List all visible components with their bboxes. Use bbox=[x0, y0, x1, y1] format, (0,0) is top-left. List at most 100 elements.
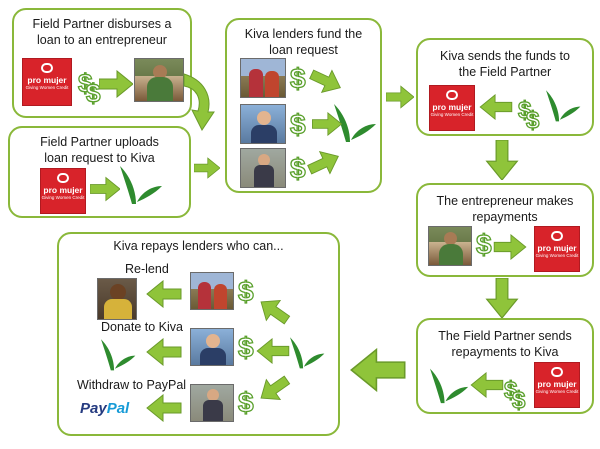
kiva-leaf-icon bbox=[290, 337, 325, 369]
step-disburse-title-line2: loan to an entrepreneur bbox=[37, 33, 167, 47]
dollar-icon: $ bbox=[237, 386, 254, 416]
lender-body bbox=[200, 348, 226, 365]
dollar-icon: $ bbox=[289, 152, 306, 182]
lender-head bbox=[207, 389, 219, 401]
step-send-title-line2: the Field Partner bbox=[458, 65, 552, 79]
step-send-title-line1: Kiva sends the funds to bbox=[440, 49, 570, 63]
green-arrow-icon bbox=[470, 372, 504, 398]
kiva-leaf-icon bbox=[546, 90, 581, 122]
pro-mujer-tagline: Giving Women Credit bbox=[430, 112, 474, 117]
dollar-stack-icon: $ $ bbox=[517, 96, 540, 132]
green-arrow-icon bbox=[485, 278, 519, 318]
svg-text:$: $ bbox=[504, 377, 518, 404]
pro-mujer-logo: pro mujer Giving Women Credit bbox=[429, 85, 475, 131]
svg-text:$: $ bbox=[78, 68, 93, 98]
pro-mujer-tagline: Giving Women Credit bbox=[535, 389, 579, 394]
lender-photo-man bbox=[190, 328, 234, 366]
paypal-logo-part2: Pal bbox=[106, 400, 130, 417]
step-fund-title-line1: Kiva lenders fund the bbox=[244, 27, 363, 41]
pro-mujer-name: pro mujer bbox=[43, 185, 83, 195]
green-arrow-icon bbox=[309, 69, 341, 94]
lender-photo-couple bbox=[240, 58, 286, 98]
green-arrow-icon bbox=[146, 394, 182, 422]
svg-text:$: $ bbox=[290, 153, 306, 182]
step-upload-title-line2: loan request to Kiva bbox=[44, 151, 155, 165]
step-send-box: Kiva sends the funds to the Field Partne… bbox=[416, 38, 594, 136]
step-repay-title-line2: repayments bbox=[472, 210, 538, 224]
pro-mujer-logo: pro mujer Giving Women Credit bbox=[22, 58, 72, 106]
kiva-leaf-icon bbox=[430, 368, 469, 404]
entrepreneur-photo bbox=[134, 58, 184, 102]
pro-mujer-name: pro mujer bbox=[537, 243, 577, 253]
green-arrow-icon bbox=[479, 94, 513, 120]
green-arrow-icon bbox=[256, 338, 290, 364]
dollar-icon: $ bbox=[289, 62, 306, 92]
dollar-icon: $ bbox=[237, 275, 254, 305]
green-arrow-icon bbox=[350, 348, 406, 392]
option-donate-label: Donate to Kiva bbox=[101, 320, 183, 334]
lender-head bbox=[206, 334, 220, 348]
svg-text:$: $ bbox=[476, 229, 492, 258]
dollar-icon: $ bbox=[289, 108, 306, 138]
entrepreneur-shirt bbox=[439, 244, 463, 265]
green-arrow-icon bbox=[146, 338, 182, 366]
lender-figure bbox=[214, 284, 227, 309]
green-arrow-icon bbox=[386, 85, 414, 109]
svg-text:$: $ bbox=[290, 63, 306, 92]
paypal-logo: PayPal bbox=[80, 400, 129, 417]
green-arrow-icon bbox=[485, 140, 519, 180]
pro-mujer-logo: pro mujer Giving Women Credit bbox=[534, 226, 580, 272]
curved-arrow-icon bbox=[183, 73, 215, 131]
lender-photo-woman bbox=[190, 384, 234, 422]
step-upload-box: Field Partner uploads loan request to Ki… bbox=[8, 126, 191, 218]
lender-body bbox=[251, 125, 277, 143]
green-arrow-icon bbox=[146, 280, 182, 308]
dollar-icon: $ bbox=[475, 228, 492, 258]
lender-head bbox=[258, 154, 270, 166]
step-fp-repay-title-line1: The Field Partner sends bbox=[438, 329, 572, 343]
green-arrow-icon bbox=[194, 157, 220, 179]
green-arrow-icon bbox=[260, 300, 291, 325]
paypal-logo-part1: Pay bbox=[80, 400, 107, 417]
pro-mujer-name: pro mujer bbox=[432, 102, 472, 112]
dollar-icon: $ bbox=[237, 331, 254, 361]
svg-text:$: $ bbox=[526, 107, 540, 132]
pro-mujer-emblem-icon bbox=[551, 367, 563, 377]
pro-mujer-emblem-icon bbox=[446, 90, 458, 100]
svg-text:$: $ bbox=[238, 387, 254, 416]
kiva-leaf-icon bbox=[334, 104, 376, 142]
step-repay-title-line1: The entrepreneur makes bbox=[436, 194, 574, 208]
step-upload-title-line1: Field Partner uploads bbox=[40, 135, 159, 149]
pro-mujer-logo: pro mujer Giving Women Credit bbox=[534, 362, 580, 408]
lender-body bbox=[254, 165, 274, 187]
step-lenders-title: Kiva repays lenders who can... bbox=[113, 239, 284, 253]
lender-photo-couple bbox=[190, 272, 234, 310]
lender-head bbox=[257, 111, 271, 125]
lender-figure bbox=[265, 71, 279, 97]
entrepreneur-shirt bbox=[147, 77, 173, 101]
pro-mujer-tagline: Giving Women Credit bbox=[41, 195, 85, 200]
green-arrow-icon bbox=[493, 234, 527, 260]
kiva-leaf-icon bbox=[120, 166, 162, 204]
pro-mujer-name: pro mujer bbox=[27, 75, 67, 85]
borrower-head bbox=[110, 284, 126, 300]
borrower-photo bbox=[97, 278, 137, 320]
pro-mujer-emblem-icon bbox=[41, 63, 53, 73]
dollar-stack-icon: $ $ bbox=[503, 376, 526, 412]
pro-mujer-logo: pro mujer Giving Women Credit bbox=[40, 168, 86, 214]
lender-figure bbox=[249, 69, 263, 97]
option-withdraw-label: Withdraw to PayPal bbox=[77, 378, 187, 392]
green-arrow-icon bbox=[99, 70, 133, 98]
svg-text:$: $ bbox=[518, 97, 532, 124]
green-arrow-icon bbox=[260, 375, 291, 400]
step-disburse-title-line1: Field Partner disburses a bbox=[32, 17, 172, 31]
step-fund-title-line2: loan request bbox=[269, 43, 338, 57]
entrepreneur-figure bbox=[444, 232, 457, 245]
svg-text:$: $ bbox=[512, 387, 526, 412]
svg-text:$: $ bbox=[290, 109, 306, 138]
pro-mujer-tagline: Giving Women Credit bbox=[25, 85, 69, 90]
lender-figure bbox=[198, 282, 211, 309]
svg-text:$: $ bbox=[238, 332, 254, 361]
borrower-shirt bbox=[104, 299, 132, 319]
